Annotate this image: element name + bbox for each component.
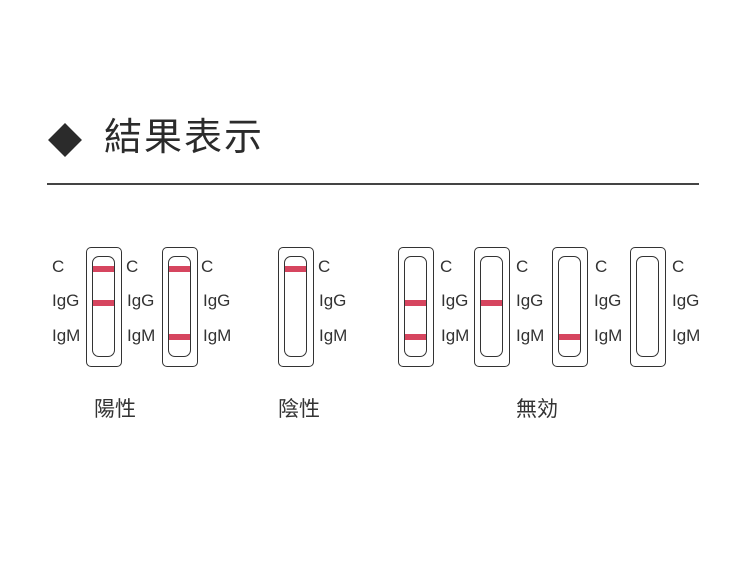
label-igm: IgM bbox=[441, 326, 470, 345]
label-igm: IgM bbox=[203, 326, 232, 345]
label-igm: IgM bbox=[672, 326, 701, 345]
label-c: C bbox=[595, 257, 608, 276]
label-c: C bbox=[440, 257, 453, 276]
label-igm: IgM bbox=[319, 326, 348, 345]
strip-window bbox=[636, 256, 659, 357]
band-igm bbox=[405, 334, 426, 340]
strip-window bbox=[168, 256, 191, 357]
label-c: C bbox=[318, 257, 331, 276]
label-igg: IgG bbox=[203, 291, 231, 310]
test-strip-invalid-2 bbox=[474, 247, 510, 367]
strip-window bbox=[480, 256, 503, 357]
band-c bbox=[93, 266, 114, 272]
section-heading: 結果表示 bbox=[48, 118, 264, 156]
label-igm: IgM bbox=[594, 326, 623, 345]
test-strip-positive-2 bbox=[162, 247, 198, 367]
label-igg: IgG bbox=[52, 291, 80, 310]
label-igg: IgG bbox=[127, 291, 155, 310]
label-c: C bbox=[52, 257, 65, 276]
band-igm bbox=[559, 334, 580, 340]
label-igm: IgM bbox=[52, 326, 81, 345]
band-igg bbox=[481, 300, 502, 306]
test-strip-invalid-3 bbox=[552, 247, 588, 367]
label-igg: IgG bbox=[441, 291, 469, 310]
divider bbox=[47, 183, 699, 185]
band-igg bbox=[405, 300, 426, 306]
strip-window bbox=[558, 256, 581, 357]
strip-window bbox=[92, 256, 115, 357]
group-label-invalid: 無効 bbox=[516, 397, 558, 421]
label-c: C bbox=[126, 257, 139, 276]
test-strip-negative bbox=[278, 247, 314, 367]
test-strip-invalid-1 bbox=[398, 247, 434, 367]
label-c: C bbox=[672, 257, 685, 276]
label-igm: IgM bbox=[127, 326, 156, 345]
group-label-negative: 陰性 bbox=[278, 397, 320, 421]
label-igg: IgG bbox=[319, 291, 347, 310]
label-c: C bbox=[516, 257, 529, 276]
band-c bbox=[169, 266, 190, 272]
label-igg: IgG bbox=[516, 291, 544, 310]
label-igg: IgG bbox=[594, 291, 622, 310]
band-igg bbox=[93, 300, 114, 306]
test-strip-invalid-4 bbox=[630, 247, 666, 367]
strip-window bbox=[284, 256, 307, 357]
group-label-positive: 陽性 bbox=[94, 397, 136, 421]
diamond-icon bbox=[48, 123, 76, 151]
label-igm: IgM bbox=[516, 326, 545, 345]
band-c bbox=[285, 266, 306, 272]
page-title: 結果表示 bbox=[104, 115, 265, 159]
strip-window bbox=[404, 256, 427, 357]
label-igg: IgG bbox=[672, 291, 700, 310]
test-strip-positive-1 bbox=[86, 247, 122, 367]
label-c: C bbox=[201, 257, 214, 276]
band-igm bbox=[169, 334, 190, 340]
